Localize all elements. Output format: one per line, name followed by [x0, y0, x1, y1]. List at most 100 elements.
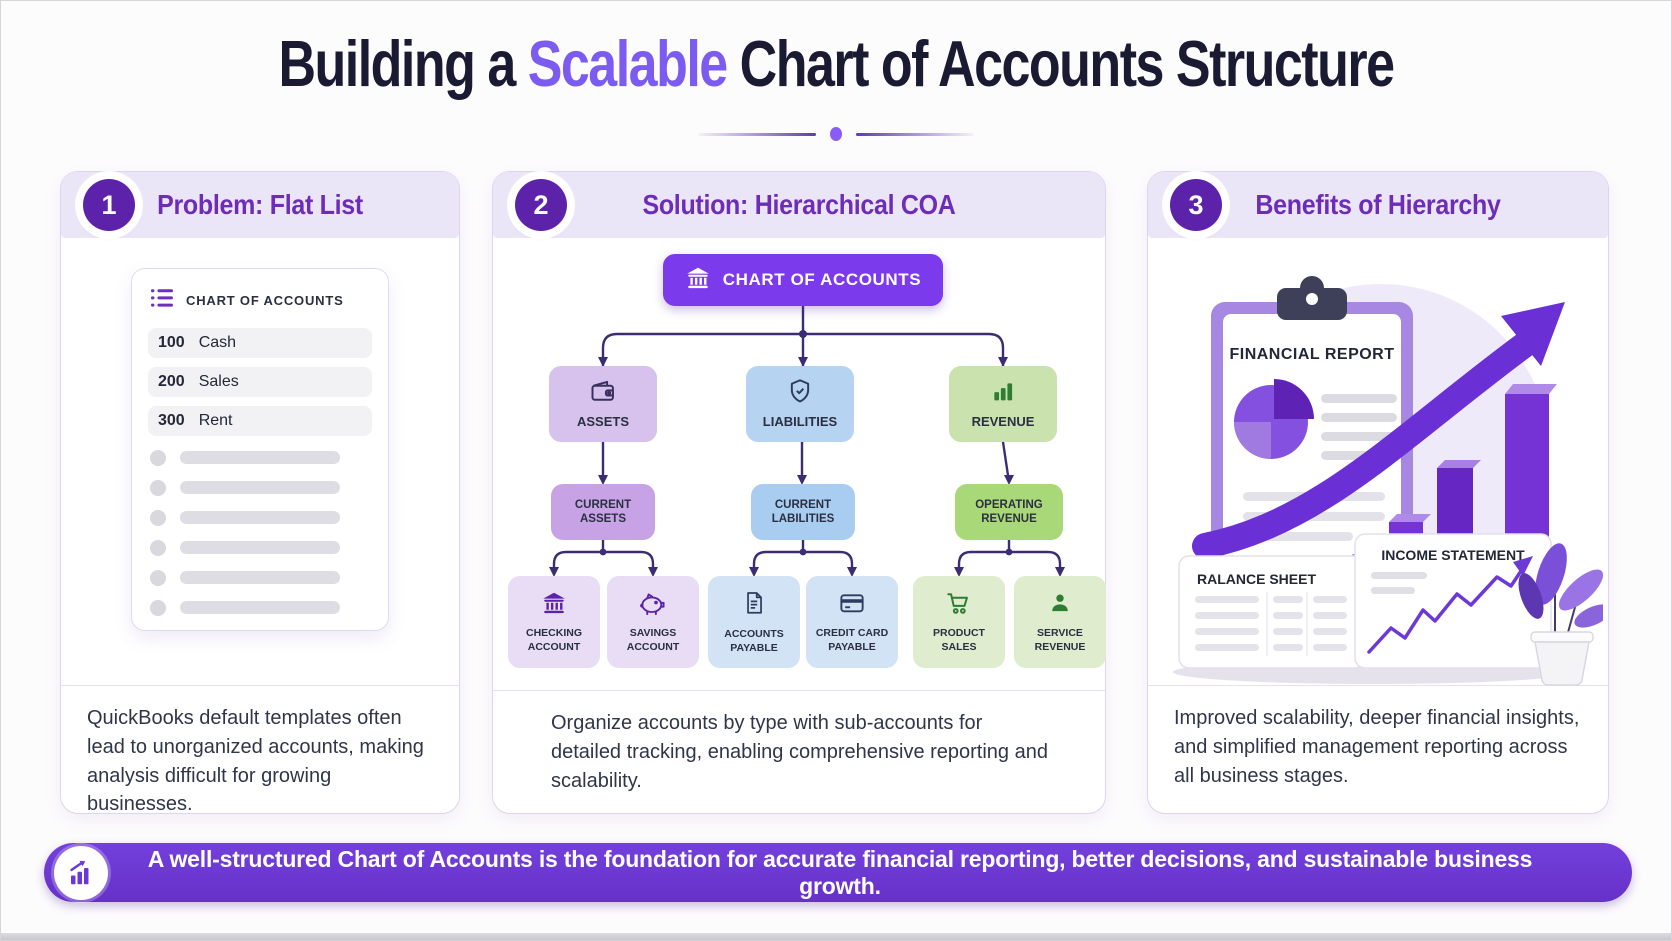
node-label: CURRENT LABILITIES: [771, 498, 835, 525]
node-liabilities: LIABILITIES: [746, 366, 854, 442]
line-chart: [1367, 566, 1525, 654]
panel1-header: 1 Problem: Flat List: [61, 172, 459, 238]
skeleton-bar: [180, 451, 340, 464]
panel-problem-flat-list: 1 Problem: Flat List CHART OF: [60, 171, 460, 815]
footer-text: A well-structured Chart of Accounts is t…: [147, 845, 1533, 899]
benefits-illustration: FINANCIAL REPORT: [1173, 276, 1603, 686]
account-code: 300: [158, 412, 185, 429]
node-checking-account: CHECKING ACCOUNT: [508, 576, 600, 668]
divider-line-right: [856, 132, 974, 136]
income-statement-card: INCOME STATEMENT: [1354, 533, 1552, 669]
node-label: CREDIT CARD PAYABLE: [815, 627, 889, 653]
node-current-liabilities: CURRENT LABILITIES: [751, 484, 855, 540]
divider-line-left: [698, 132, 816, 136]
piggy-bank-icon: [638, 590, 668, 621]
node-accounts-payable: ACCOUNTS PAYABLE: [708, 576, 800, 668]
account-name: Sales: [198, 373, 239, 390]
title-highlight: Scalable: [527, 28, 729, 101]
shield-icon: [786, 377, 814, 410]
node-label: ASSETS: [576, 414, 629, 430]
node-label: REVENUE: [971, 414, 1035, 430]
account-row: 100 Cash: [148, 328, 372, 358]
svg-text:FINANCIAL REPORT: FINANCIAL REPORT: [1229, 346, 1394, 363]
skeleton-row: [150, 449, 370, 466]
svg-text:RALANCE SHEET: RALANCE SHEET: [1197, 571, 1316, 587]
skeleton-row: [150, 479, 370, 496]
node-assets: ASSETS: [549, 366, 657, 442]
panel3-description: Improved scalability, deeper financial i…: [1148, 685, 1608, 813]
panel1-title: Problem: Flat List: [157, 189, 363, 220]
coa-card-title: CHART OF ACCOUNTS: [186, 293, 344, 308]
growth-chart-icon: [54, 845, 108, 900]
node-operating-revenue: OPERATING REVENUE: [955, 484, 1063, 540]
node-label: CHECKING ACCOUNT: [525, 627, 582, 653]
plant: [1518, 543, 1603, 686]
account-name: Cash: [198, 334, 237, 351]
page-title: Building a Scalable Chart of Accounts St…: [1, 27, 1671, 102]
node-label: SERVICE REVENUE: [1034, 627, 1086, 653]
bank-icon: [541, 590, 567, 621]
skeleton-dot: [150, 509, 166, 526]
panel1-description: QuickBooks default templates often lead …: [61, 685, 459, 815]
skeleton-row: [150, 509, 370, 526]
panel2-description: Organize accounts by type with sub-accou…: [493, 690, 1105, 818]
panel-solution-hierarchical-coa: 2 Solution: Hierarchical COA: [492, 171, 1106, 814]
coa-card-header: CHART OF ACCOUNTS: [150, 287, 372, 314]
skeleton-dot: [150, 479, 166, 496]
growth-arrow-icon: [1192, 302, 1565, 559]
node-savings-account: SAVINGS ACCOUNT: [607, 576, 699, 668]
panel3-body: FINANCIAL REPORT: [1148, 238, 1608, 686]
cart-icon: [945, 590, 973, 621]
tree-connectors: [549, 304, 1065, 577]
skeleton-row: [150, 569, 370, 586]
title-prefix: Building a: [278, 28, 528, 101]
skeleton-bar: [180, 511, 340, 524]
node-chart-of-accounts: CHART OF ACCOUNTS: [663, 254, 943, 306]
person-icon: [1047, 590, 1073, 621]
bottom-edge-strip: [1, 933, 1671, 940]
account-code: 200: [158, 373, 185, 390]
wallet-icon: [588, 377, 618, 410]
node-label: CURRENT ASSETS: [574, 498, 632, 525]
skeleton-bar: [180, 601, 340, 614]
node-label: LIABILITIES: [762, 414, 838, 430]
node-credit-card-payable: CREDIT CARD PAYABLE: [806, 576, 898, 668]
node-current-assets: CURRENT ASSETS: [551, 484, 655, 540]
root-node-label: CHART OF ACCOUNTS: [722, 270, 922, 290]
node-label: PRODUCT SALES: [933, 627, 985, 653]
account-row: 200 Sales: [148, 367, 372, 397]
skeleton-dot: [150, 599, 166, 616]
node-service-revenue: SERVICE REVENUE: [1014, 576, 1106, 668]
title-suffix: Chart of Accounts Structure: [726, 28, 1395, 101]
bank-icon: [685, 265, 711, 296]
node-label: ACCOUNTS PAYABLE: [724, 628, 784, 654]
svg-text:INCOME STATEMENT: INCOME STATEMENT: [1381, 547, 1525, 563]
coa-hierarchy-tree: CHART OF ACCOUNTS ASSETS: [493, 238, 1107, 690]
document-icon: [741, 589, 767, 622]
panel3-title: Benefits of Hierarchy: [1255, 189, 1501, 220]
panel2-header: 2 Solution: Hierarchical COA: [493, 172, 1105, 238]
title-divider: [1, 127, 1671, 141]
panel3-header: 3 Benefits of Hierarchy: [1148, 172, 1608, 238]
skeleton-bar: [180, 571, 340, 584]
panel2-body: CHART OF ACCOUNTS ASSETS: [493, 238, 1107, 690]
skeleton-dot: [150, 569, 166, 586]
node-product-sales: PRODUCT SALES: [913, 576, 1005, 668]
skeleton-dot: [150, 539, 166, 556]
account-code: 100: [158, 334, 185, 351]
bar-chart-icon: [989, 377, 1017, 410]
list-icon: [150, 287, 174, 314]
skeleton-bar: [180, 541, 340, 554]
skeleton-bar: [180, 481, 340, 494]
node-label: SAVINGS ACCOUNT: [626, 627, 680, 653]
skeleton-dot: [150, 449, 166, 466]
panel3-number-badge: 3: [1170, 179, 1222, 231]
credit-card-icon: [837, 590, 867, 621]
account-row: 300 Rent: [148, 406, 372, 436]
panel-benefits-of-hierarchy: 3 Benefits of Hierarchy FINANCIAL REPORT: [1147, 171, 1609, 814]
skeleton-row: [150, 539, 370, 556]
panel1-body: CHART OF ACCOUNTS 100 Cash 200 Sales 300…: [61, 238, 459, 685]
panel1-number-badge: 1: [83, 179, 135, 231]
divider-dot: [830, 127, 842, 141]
account-name: Rent: [198, 412, 233, 429]
